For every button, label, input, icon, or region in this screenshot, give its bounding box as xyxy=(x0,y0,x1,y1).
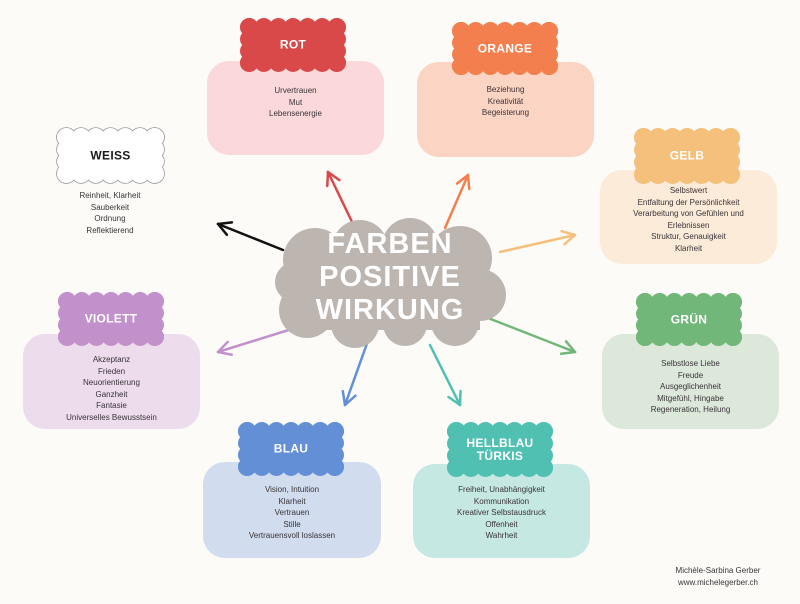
center-title-line-3: WIRKUNG xyxy=(315,294,465,326)
color-item: Beziehung xyxy=(486,85,525,94)
color-item: Erlebnissen xyxy=(667,220,710,230)
color-item: Sauberkeit xyxy=(90,202,130,212)
center-title-line-2: POSITIVE xyxy=(319,261,461,293)
color-item: Klarheit xyxy=(674,243,703,253)
color-item: Vertrauensvoll loslassen xyxy=(248,531,336,540)
cloud-shape xyxy=(240,18,346,72)
color-cloud-weiss: WEISS xyxy=(56,127,165,184)
color-item: Reinheit, Klarheit xyxy=(79,191,141,200)
signature: Michèle-Sarbina Gerber www.michelegerber… xyxy=(650,565,786,589)
cloud-shape xyxy=(238,422,344,476)
color-subtitle: TÜRKIS xyxy=(476,448,524,463)
cloud-shape xyxy=(634,128,740,184)
color-item: Vision, Intuition xyxy=(264,485,320,494)
center-title-line-1: FARBEN xyxy=(327,228,453,260)
arrow-blau xyxy=(341,333,372,407)
author-name: Michèle-Sarbina Gerber xyxy=(675,566,761,575)
color-item: Entfaltung der Persönlichkeit xyxy=(637,197,740,207)
arrow-gruen xyxy=(486,316,577,356)
color-cloud-orange: ORANGE xyxy=(452,22,558,75)
cloud-shape xyxy=(452,22,558,75)
arrow-rot xyxy=(326,170,356,228)
color-item: Ganzheit xyxy=(95,389,128,399)
color-item: Selbstwert xyxy=(669,186,708,195)
color-item: Wahrheit xyxy=(485,531,518,540)
color-item: Kreativität xyxy=(487,96,524,106)
center-cloud-shape xyxy=(275,218,506,348)
arrow-weiss xyxy=(216,221,285,252)
color-item: Frieden xyxy=(97,366,126,376)
color-title: GRÜN xyxy=(670,312,708,326)
color-item: Kreativer Selbstausdruck xyxy=(457,508,546,517)
color-cloud-rot: ROT xyxy=(240,18,346,72)
cloud-shape xyxy=(58,292,164,346)
color-item: Akzeptanz xyxy=(92,355,131,364)
color-item: Begeisterung xyxy=(481,108,530,117)
color-item: Freude xyxy=(677,370,704,380)
color-item: Selbstlose Liebe xyxy=(661,359,720,368)
center-cloud xyxy=(275,218,506,348)
color-item: Struktur, Genauigkeit xyxy=(651,232,726,241)
color-cloud-gruen: GRÜN xyxy=(636,293,742,346)
color-item: Offenheit xyxy=(485,519,518,529)
color-cloud-gelb: GELB xyxy=(634,128,740,184)
color-item: Vertrauen xyxy=(274,508,310,517)
cloud-shape xyxy=(636,293,742,346)
color-title: HELLBLAU xyxy=(466,435,534,450)
color-item: Lebensenergie xyxy=(269,109,322,118)
color-title: ROT xyxy=(279,37,307,52)
cloud-shape xyxy=(447,422,553,477)
color-item: Reflektierend xyxy=(86,225,134,235)
color-item: Universelles Bewusstsein xyxy=(66,412,157,422)
color-item: Kommunikation xyxy=(473,496,530,506)
color-item: Mitgefühl, Hingabe xyxy=(657,393,724,403)
arrow-violett xyxy=(216,326,297,357)
color-item: Mut xyxy=(288,97,303,107)
color-item: Fantasie xyxy=(96,401,127,410)
arrow-gelb xyxy=(498,229,577,254)
arrow-orange xyxy=(443,173,471,230)
color-cloud-violett: VIOLETT xyxy=(58,292,164,346)
color-title: ORANGE xyxy=(477,41,533,55)
color-title: BLAU xyxy=(273,441,309,456)
color-title: GELB xyxy=(669,148,705,163)
color-cloud-blau: BLAU xyxy=(238,422,344,476)
color-item: Ausgeglichenheit xyxy=(660,382,721,391)
color-item: Freiheit, Unabhängigkeit xyxy=(458,485,545,494)
color-title: VIOLETT xyxy=(84,311,138,326)
color-item: Stille xyxy=(283,519,301,529)
color-item: Verarbeitung von Gefühlen und xyxy=(633,209,744,218)
arrow-hellblau xyxy=(428,343,462,407)
color-title: WEISS xyxy=(90,148,131,162)
color-item: Ordnung xyxy=(94,214,126,223)
color-item: Klarheit xyxy=(278,496,306,506)
cloud-shape xyxy=(56,127,165,184)
color-item: Neuorientierung xyxy=(83,378,140,387)
center-title: FARBEN POSITIVE WIRKUNG xyxy=(275,228,505,327)
color-item: Urvertrauen xyxy=(274,86,317,95)
author-website: www.michelegerber.ch xyxy=(677,578,759,587)
color-item: Regeneration, Heilung xyxy=(650,405,731,414)
